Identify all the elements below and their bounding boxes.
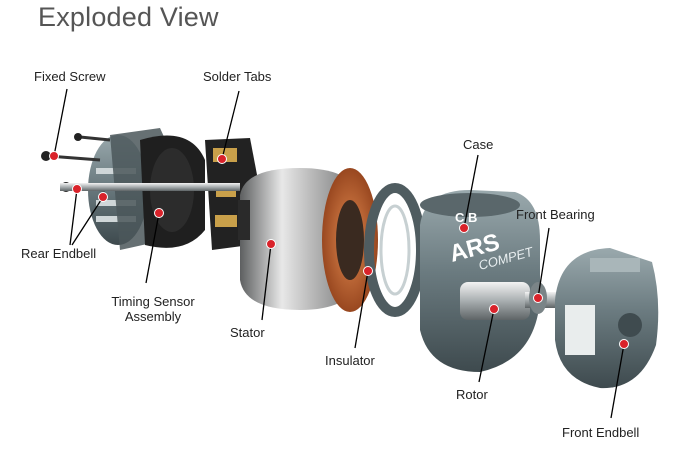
marker-dots — [49, 151, 629, 349]
label-insulator: Insulator — [325, 353, 375, 368]
rotor-part — [460, 282, 565, 320]
marker-solder-tabs — [217, 154, 227, 164]
marker-rotor — [489, 304, 499, 314]
marker-insulator — [363, 266, 373, 276]
label-fixed-screw: Fixed Screw — [34, 69, 106, 84]
label-front-bearing: Front Bearing — [516, 207, 595, 222]
label-case: Case — [463, 137, 494, 152]
label-solder-tabs: Solder Tabs — [203, 69, 272, 84]
marker-front-endbell — [619, 339, 629, 349]
page-title: Exploded View — [38, 2, 219, 32]
marker-front-bearing — [533, 293, 543, 303]
timing-sensor-part — [140, 135, 205, 248]
label-front-endbell: Front Endbell — [562, 425, 640, 440]
label-timing-sensor-line2: Assembly — [124, 309, 182, 324]
marker-stator — [266, 239, 276, 249]
marker-fixed-screw — [49, 151, 59, 161]
motor-shaft — [60, 183, 240, 191]
label-rotor: Rotor — [456, 387, 488, 402]
front-endbell-part — [555, 248, 659, 389]
stator-part — [238, 168, 378, 312]
label-rear-endbell: Rear Endbell — [21, 246, 97, 261]
marker-timing-sensor — [154, 208, 164, 218]
marker-case — [459, 223, 469, 233]
label-timing-sensor-line1: Timing Sensor — [111, 294, 195, 309]
label-timing-sensor: Timing Sensor Assembly — [108, 294, 198, 324]
leader-lines — [53, 88, 625, 419]
marker-rear-endbell-a — [72, 184, 82, 194]
marker-rear-endbell-b — [98, 192, 108, 202]
label-stator: Stator — [230, 325, 265, 340]
